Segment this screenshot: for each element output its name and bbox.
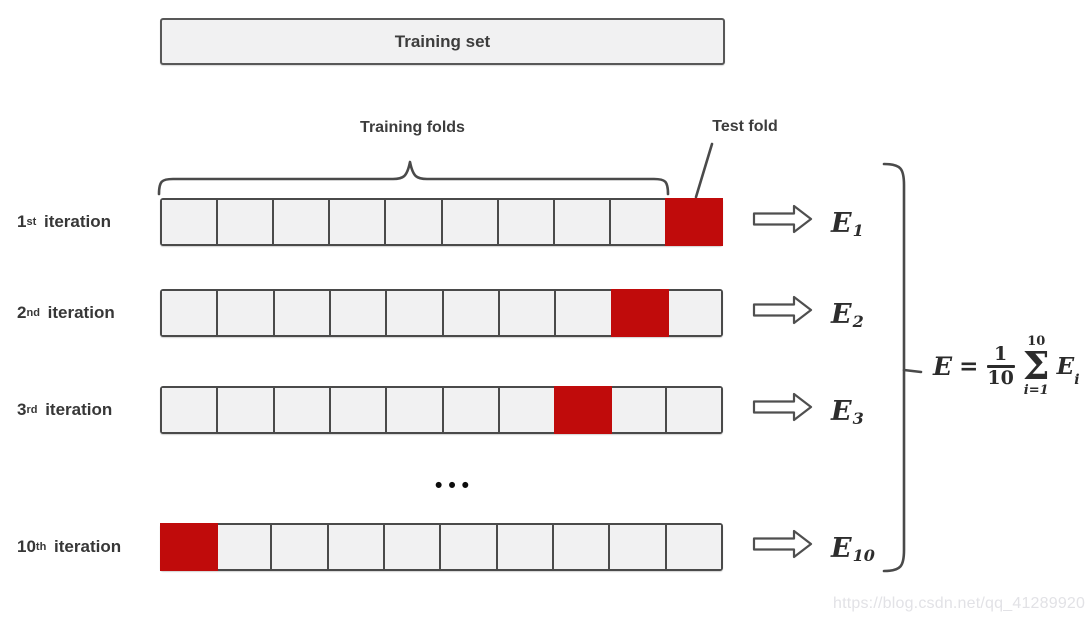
- iteration-word: iteration: [40, 400, 113, 419]
- test-fold-cell: [160, 523, 218, 571]
- result-arrow-icon: [751, 203, 815, 235]
- iteration-number: 2: [17, 303, 27, 322]
- error-base: E: [831, 395, 852, 427]
- summation: 10 Σ i=1: [1023, 335, 1050, 397]
- formula-fraction: 1 10: [985, 344, 1015, 389]
- fold-cell: [162, 291, 219, 335]
- fold-cell: [386, 200, 443, 244]
- aggregate-bracket: [882, 162, 906, 573]
- training-set-label: Training set: [394, 31, 491, 51]
- fold-cell: [274, 200, 331, 244]
- error-base: E: [831, 532, 852, 564]
- fold-cell: [218, 388, 275, 432]
- formula-equals: =: [959, 352, 979, 380]
- fold-cell: [218, 200, 275, 244]
- fold-strip: [160, 289, 723, 337]
- iteration-number: 3: [17, 400, 27, 419]
- fold-cell: [610, 525, 667, 569]
- ellipsis-dots: •••: [434, 474, 476, 497]
- watermark-text: https://blog.csdn.net/qq_41289920: [833, 595, 1086, 612]
- fold-cell: [274, 388, 331, 432]
- sigma-lower-limit: i=1: [1023, 383, 1049, 399]
- test-fold-label: Test fold: [712, 118, 778, 135]
- iteration-number: 1: [17, 212, 27, 231]
- fold-strip: [160, 198, 723, 246]
- test-fold-cell: [554, 386, 613, 434]
- iteration-word: iteration: [39, 212, 112, 231]
- fold-cell: [328, 525, 385, 569]
- fold-cell: [274, 291, 331, 335]
- test-fold-cell: [664, 198, 723, 246]
- fold-cell: [443, 291, 500, 335]
- fold-cell: [497, 525, 554, 569]
- fold-cell: [498, 200, 555, 244]
- fold-cell: [216, 525, 273, 569]
- fold-cell: [666, 525, 721, 569]
- fold-cell: [330, 200, 387, 244]
- fold-cell: [666, 291, 721, 335]
- sigma-upper-limit: 10: [1027, 333, 1046, 349]
- summand-base: E: [1056, 352, 1075, 380]
- fold-cell: [553, 525, 611, 569]
- fraction-denominator: 10: [987, 366, 1014, 389]
- fold-cell: [443, 388, 500, 432]
- result-arrow-icon: [751, 391, 815, 423]
- error-base: E: [831, 207, 852, 239]
- training-folds-label: Training folds: [360, 119, 465, 136]
- fold-cell: [384, 525, 442, 569]
- fold-cell: [330, 291, 388, 335]
- training-set-box: Training set: [160, 18, 725, 65]
- fold-strip: [160, 523, 723, 571]
- mean-error-formula: E = 1 10 10 Σ i=1 Ei: [933, 318, 1080, 414]
- training-folds-brace: [157, 160, 670, 196]
- summand-subscript: i: [1074, 372, 1080, 389]
- result-arrow-icon: [751, 294, 815, 326]
- fraction-bar: [986, 364, 1015, 368]
- sigma-symbol: Σ: [1022, 342, 1050, 388]
- fold-cell: [218, 291, 275, 335]
- fold-cell: [666, 388, 721, 432]
- iteration-word: iteration: [42, 303, 115, 322]
- fold-cell: [610, 388, 667, 432]
- fold-cell: [272, 525, 329, 569]
- test-fold-pointer-line: [694, 142, 714, 199]
- iteration-word: iteration: [49, 537, 122, 556]
- fold-cell: [330, 388, 388, 432]
- result-arrow-icon: [751, 528, 815, 560]
- fold-cell: [441, 525, 498, 569]
- fold-cell: [610, 200, 667, 244]
- fold-cell: [499, 291, 557, 335]
- fold-cell: [554, 200, 611, 244]
- summand: Ei: [1056, 352, 1080, 388]
- fold-cell: [162, 388, 219, 432]
- fold-cell: [556, 291, 613, 335]
- error-base: E: [831, 298, 852, 330]
- fold-cell: [499, 388, 557, 432]
- fold-cell: [442, 200, 499, 244]
- iteration-number: 10: [17, 537, 36, 556]
- fold-cell: [387, 291, 444, 335]
- aggregate-bracket-tick: [902, 368, 923, 374]
- test-fold-cell: [610, 289, 669, 337]
- fold-cell: [162, 200, 219, 244]
- fraction-numerator: 1: [993, 342, 1008, 365]
- fold-cell: [387, 388, 444, 432]
- fold-strip: [160, 386, 723, 434]
- formula-lhs: E: [933, 351, 953, 381]
